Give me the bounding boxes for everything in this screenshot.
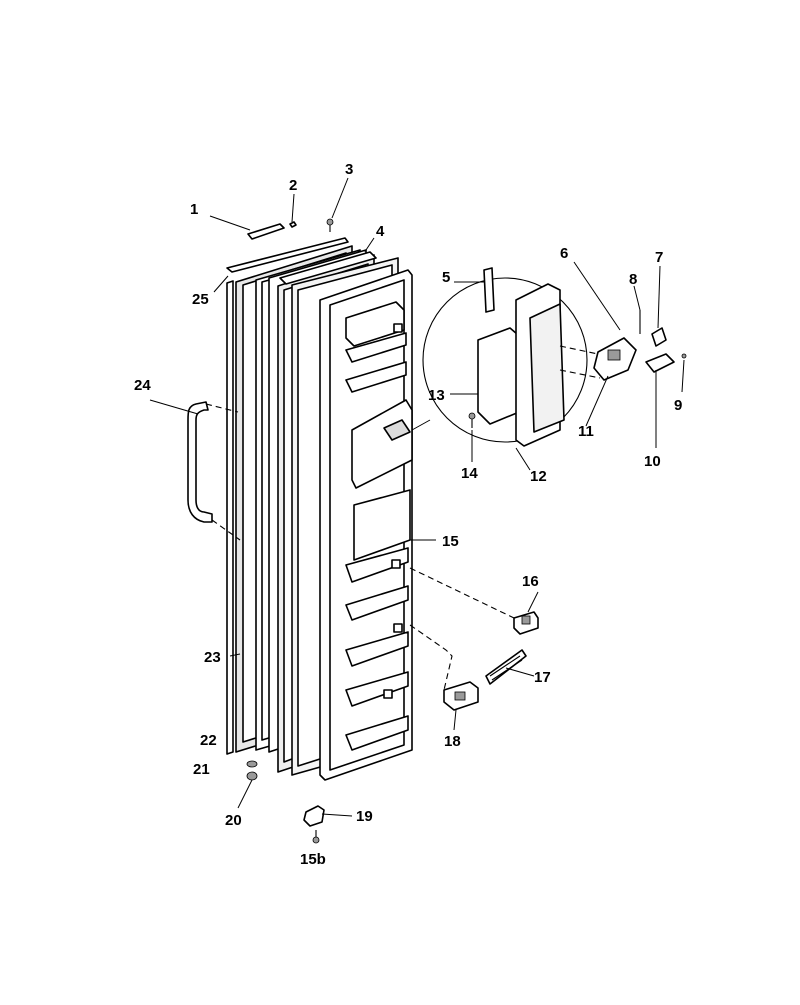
part-19-bottom-hinge <box>303 805 325 827</box>
callout-15: 15 <box>442 533 459 550</box>
part-15-door-liner <box>319 269 413 781</box>
callout-19: 19 <box>356 808 373 825</box>
part-1-door-cap <box>247 223 285 240</box>
callout-20: 20 <box>225 812 242 829</box>
callout-14: 14 <box>461 465 478 482</box>
callout-17: 17 <box>534 669 551 686</box>
part-15b-screw <box>312 830 320 844</box>
callout-8: 8 <box>629 271 637 288</box>
callout-1: 1 <box>190 201 198 218</box>
callout-9: 9 <box>674 397 682 414</box>
callout-12: 12 <box>530 468 547 485</box>
part-22-trim-strip <box>226 237 349 755</box>
part-21-hinge-bushing <box>246 760 258 768</box>
callout-4: 4 <box>376 223 385 240</box>
callout-7: 7 <box>655 249 663 266</box>
part-20-hinge-washer <box>246 771 258 781</box>
part-3-screw <box>326 218 334 232</box>
callout-23: 23 <box>204 649 221 666</box>
callout-24: 24 <box>134 377 151 394</box>
callout-2: 2 <box>289 177 297 194</box>
callout-labels: 1 2 3 4 5 6 7 8 9 10 11 12 13 14 15 15b … <box>134 161 682 868</box>
part-2-clip <box>289 221 297 228</box>
callout-15b: 15b <box>300 851 326 868</box>
callout-10: 10 <box>644 453 661 470</box>
callout-25: 25 <box>192 291 209 308</box>
callout-11: 11 <box>578 423 594 440</box>
callout-13: 13 <box>428 387 445 404</box>
part-24-door-handle <box>187 401 213 523</box>
callout-21: 21 <box>193 761 210 778</box>
part-16-shelf-bracket <box>513 611 539 635</box>
callout-6: 6 <box>560 245 568 262</box>
part-17-shelf-rail <box>485 649 527 685</box>
callout-3: 3 <box>345 161 353 178</box>
callout-leaders <box>149 177 685 817</box>
callout-18: 18 <box>444 733 461 750</box>
part-18-shelf-end-bracket <box>443 681 479 711</box>
callout-22: 22 <box>200 732 217 749</box>
callout-16: 16 <box>522 573 539 590</box>
dispenser-detail-inset <box>411 267 687 447</box>
callout-5: 5 <box>442 269 450 286</box>
